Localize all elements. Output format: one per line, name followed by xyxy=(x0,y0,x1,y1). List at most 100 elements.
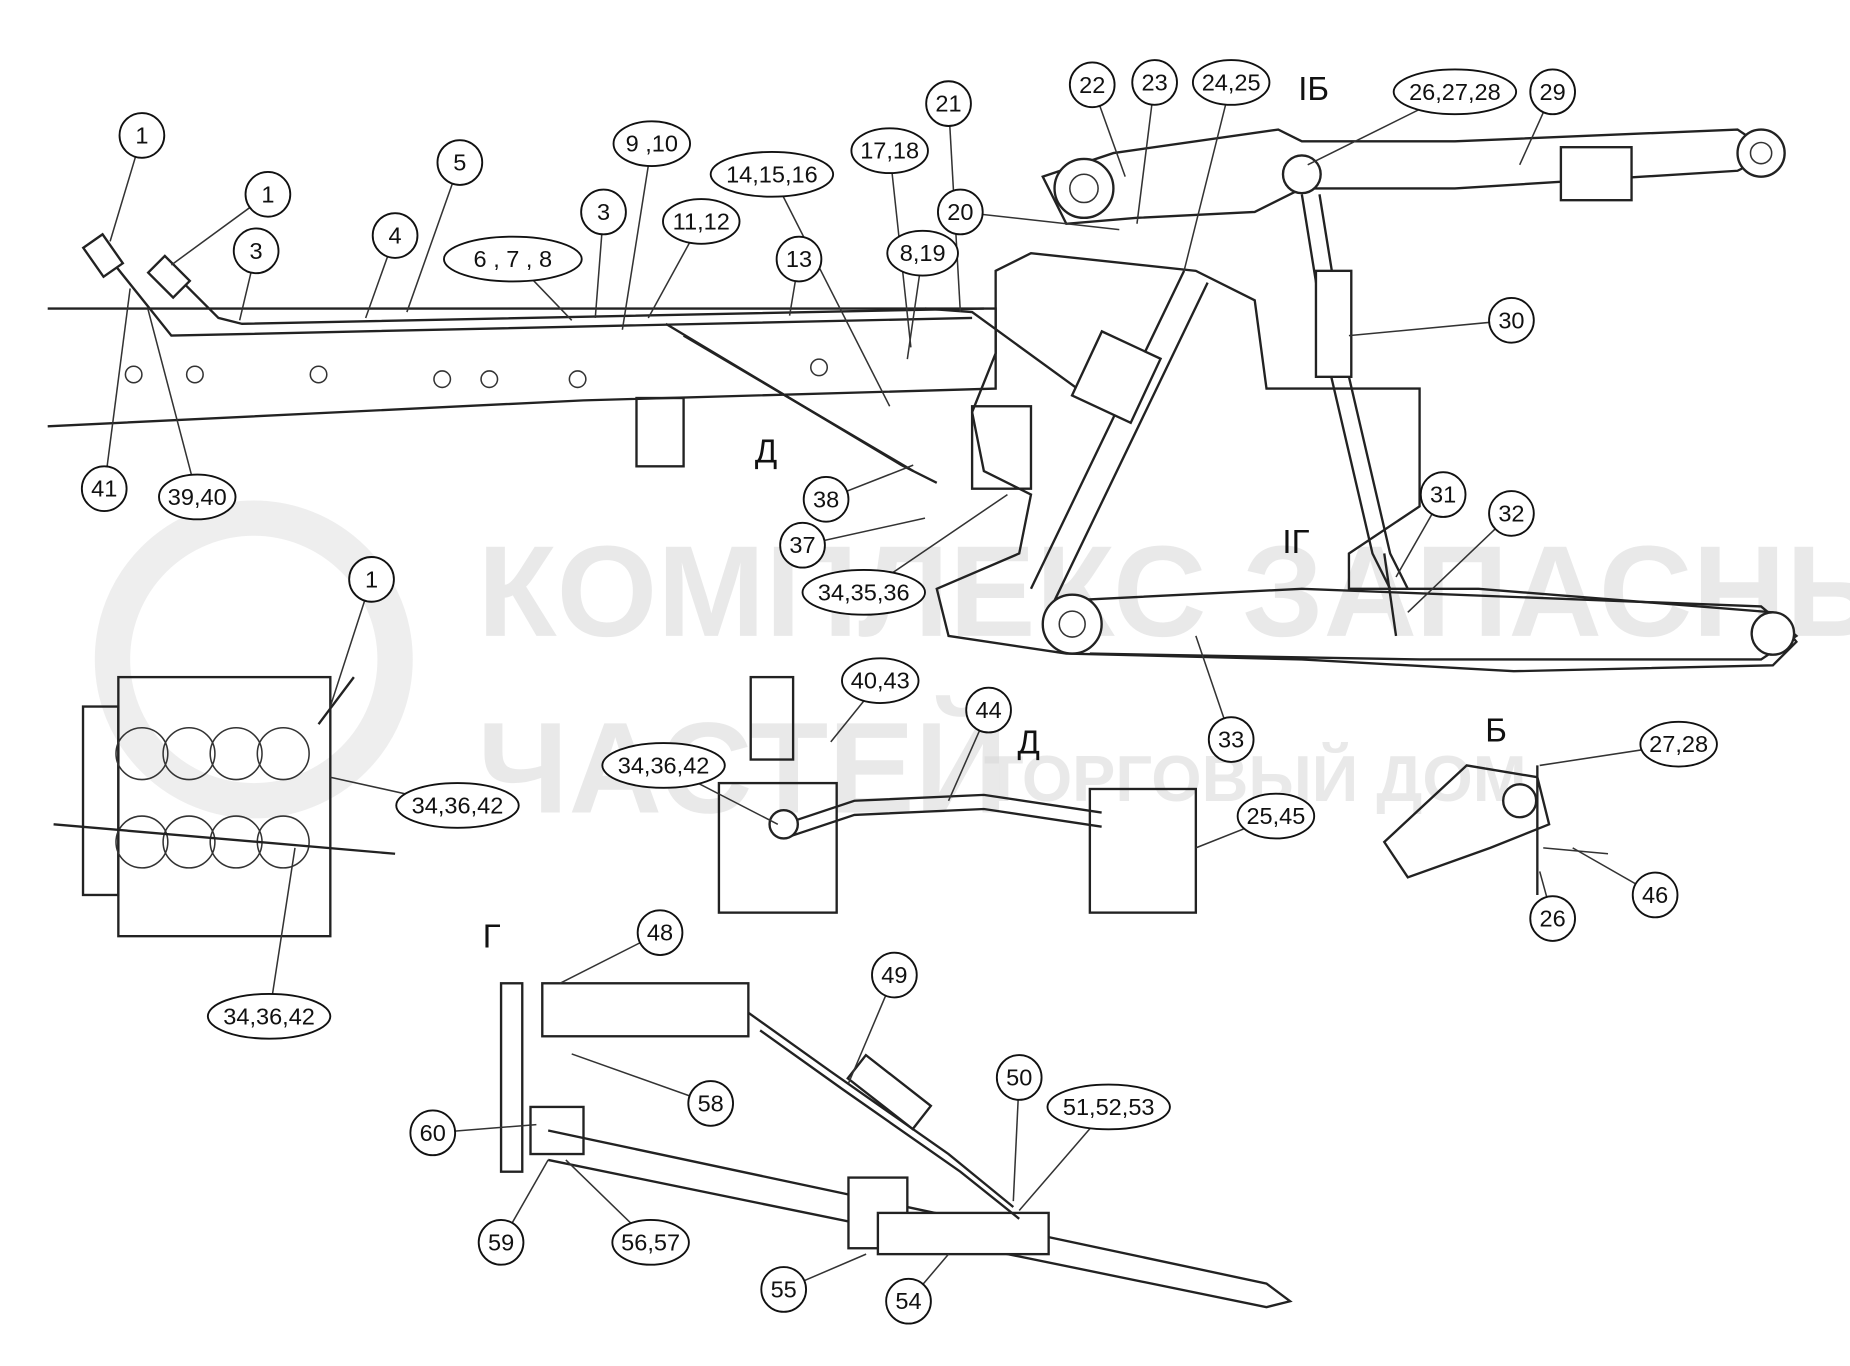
callout-number: 56,57 xyxy=(621,1229,680,1255)
callout-number: 46 xyxy=(1642,882,1668,908)
callout-number: 14,15,16 xyxy=(726,161,818,187)
callout-22: 22 xyxy=(1068,61,1116,109)
callout-bubble xyxy=(775,235,823,283)
callout-number: 55 xyxy=(771,1276,797,1302)
callout-bubble xyxy=(965,686,1012,734)
callout-number: 1 xyxy=(261,181,274,207)
callout-31: 31 xyxy=(1419,471,1467,518)
callout-number: 38 xyxy=(813,486,839,512)
callout-55: 55 xyxy=(760,1266,808,1313)
watermark-line2: ЧАСТЕЙ xyxy=(478,695,1008,841)
callout-number: 33 xyxy=(1218,727,1244,753)
view-label: Б xyxy=(1485,712,1507,749)
callout-number: 21 xyxy=(935,91,961,117)
callout-bubble xyxy=(477,1219,525,1266)
callout-number: 41 xyxy=(91,476,117,502)
callout-60: 60 xyxy=(409,1109,457,1157)
callout-bubble xyxy=(841,657,920,704)
callout-number: 24,25 xyxy=(1202,69,1261,95)
callout-9-10: 9 ,10 xyxy=(612,120,692,167)
leader-line xyxy=(1407,512,1512,613)
callout-bubble xyxy=(1236,792,1316,840)
callout-bubble xyxy=(1191,59,1271,106)
housing-boss xyxy=(970,405,1033,490)
callout-bubble xyxy=(779,521,826,569)
leader-line xyxy=(147,308,198,498)
callout-bubble xyxy=(1488,296,1535,344)
callout-49: 49 xyxy=(871,951,918,999)
callout-3: 3 xyxy=(232,227,280,275)
callout-bubble xyxy=(1419,471,1467,518)
watermark: КОМПЛЕКС ЗАПАСНЫХ ЧАСТЕЙ ТОРГОВЫЙ ДОМ xyxy=(94,500,1850,841)
callout-32: 32 xyxy=(1488,490,1535,537)
callout-8-19: 8,19 xyxy=(886,229,959,277)
callout-bubble xyxy=(601,742,726,789)
callout-number: 37 xyxy=(789,532,815,558)
callout-number: 44 xyxy=(975,697,1001,723)
callout-bubble xyxy=(244,170,292,218)
callout-59: 59 xyxy=(477,1219,525,1266)
callout-1: 1 xyxy=(244,170,292,218)
callout-number: 26,27,28 xyxy=(1409,79,1501,105)
view-g-detail xyxy=(499,982,1293,1309)
callout-bubble xyxy=(1131,59,1178,106)
callout-number: 48 xyxy=(647,920,673,946)
callout-bubble xyxy=(371,212,419,259)
leader-line xyxy=(960,211,1120,231)
callout-51-52-53: 51,52,53 xyxy=(1046,1083,1171,1131)
leader-line xyxy=(406,162,461,313)
callout-number: 4 xyxy=(389,223,402,249)
callout-number: 20 xyxy=(947,199,973,225)
callout-11-12: 11,12 xyxy=(662,198,741,245)
leader-line xyxy=(103,288,131,489)
callout-46: 46 xyxy=(1631,871,1679,919)
callout-bubble xyxy=(611,1219,690,1266)
callout-number: 1 xyxy=(135,122,148,148)
callout-number: 6 , 7 , 8 xyxy=(474,246,553,272)
callout-34-36-42: 34,36,42 xyxy=(206,992,332,1040)
callout-number: 34,35,36 xyxy=(818,579,910,605)
callout-24-25: 24,25 xyxy=(1191,59,1271,106)
view-label: Г xyxy=(483,918,501,955)
callout-bubble xyxy=(1529,68,1576,116)
callout-number: 22 xyxy=(1079,72,1105,98)
callout-number: 34,36,42 xyxy=(618,752,710,778)
callout-34-36-42: 34,36,42 xyxy=(601,742,726,789)
callout-bubble xyxy=(158,473,237,521)
leader-line xyxy=(1183,82,1232,272)
callout-bubble xyxy=(995,1054,1043,1101)
callout-54: 54 xyxy=(885,1277,932,1325)
callout-bubble xyxy=(436,139,484,186)
callout-bubble xyxy=(443,235,583,283)
callout-bubble xyxy=(636,909,684,956)
callout-44: 44 xyxy=(965,686,1012,734)
callout-37: 37 xyxy=(779,521,826,569)
callout-number: 23 xyxy=(1142,69,1168,95)
callout-34-35-36: 34,35,36 xyxy=(801,569,926,616)
callout-number: 17,18 xyxy=(860,138,919,164)
callout-27-28: 27,28 xyxy=(1639,720,1718,768)
callout-number: 34,36,42 xyxy=(412,792,504,818)
callout-number: 9 ,10 xyxy=(626,131,678,157)
callout-41: 41 xyxy=(80,465,128,513)
callout-bubble xyxy=(1068,61,1116,109)
callout-4: 4 xyxy=(371,212,419,259)
callout-1: 1 xyxy=(118,112,166,159)
callout-34-36-42: 34,36,42 xyxy=(395,782,520,829)
callout-bubble xyxy=(1392,68,1518,116)
callout-number: 8,19 xyxy=(900,240,946,266)
callout-20: 20 xyxy=(937,188,984,236)
hydraulic-cylinder xyxy=(1029,270,1209,602)
callout-number: 26 xyxy=(1540,906,1566,932)
callout-number: 27,28 xyxy=(1649,731,1708,757)
callout-number: 49 xyxy=(881,962,907,988)
lift-arm xyxy=(1041,128,1786,225)
watermark-line1: КОМПЛЕКС ЗАПАСНЫХ xyxy=(478,520,1850,664)
view-label: ІБ xyxy=(1298,70,1329,107)
callout-bubble xyxy=(925,80,972,127)
callout-bubble xyxy=(802,475,850,523)
callout-38: 38 xyxy=(802,475,850,523)
leader-line xyxy=(621,143,653,330)
